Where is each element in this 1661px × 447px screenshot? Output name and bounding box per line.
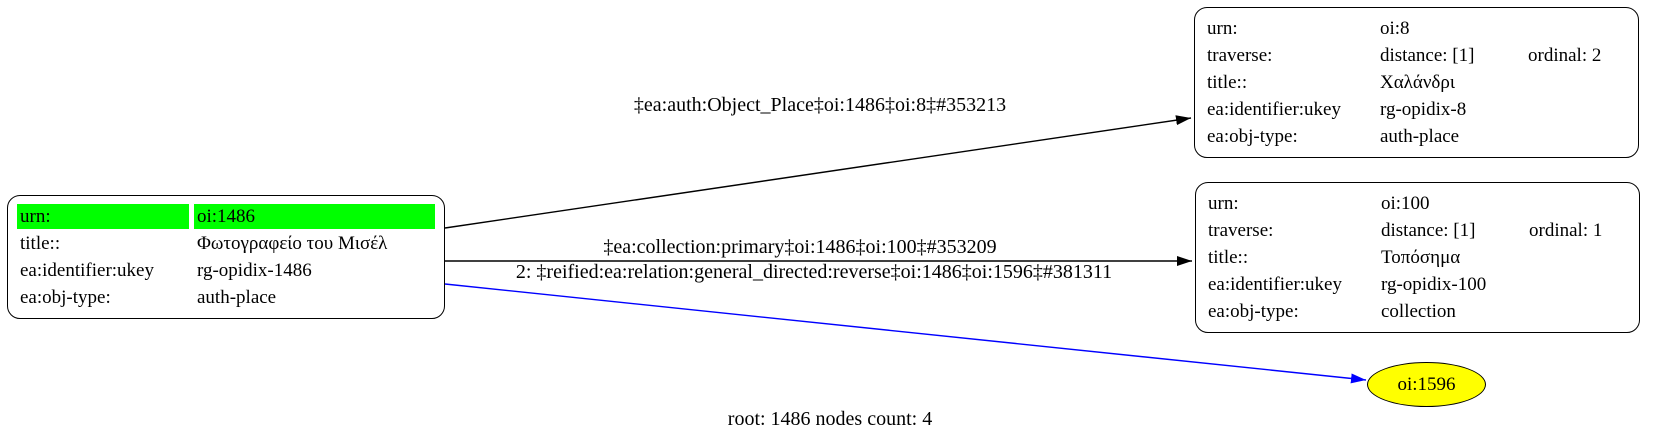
record-key: ea:identifier:ukey [1207, 98, 1341, 120]
record-extra: ordinal: 2 [1528, 44, 1602, 66]
edge-auth-object-place [444, 115, 1192, 229]
graph-node-oi-1486[interactable]: urn: oi:1486 title:: Φωτογραφείο του Μισ… [7, 195, 445, 319]
record-key: urn: [1208, 192, 1239, 214]
record-key: title:: [1208, 246, 1249, 268]
edge-label-reified-relation: 2: ‡reified:ea:relation:general_directed… [515, 261, 1113, 283]
record-key: ea:obj-type: [1208, 300, 1299, 322]
record-key: title:: [20, 232, 61, 254]
record-key: ea:identifier:ukey [20, 259, 154, 281]
graph-node-oi-8[interactable]: urn: oi:8 traverse: distance: [1] ordina… [1194, 7, 1639, 158]
record-value: distance: [1] [1380, 44, 1475, 66]
record-value: collection [1381, 300, 1456, 322]
edge-label-auth-object-place: ‡ea:auth:Object_Place‡oi:1486‡oi:8‡#3532… [633, 94, 1007, 116]
record-value: Φωτογραφείο του Μισέλ [197, 232, 388, 254]
record-extra: ordinal: 1 [1529, 219, 1603, 241]
edge-label-collection-primary: ‡ea:collection:primary‡oi:1486‡oi:100‡#3… [603, 236, 997, 258]
node-row: ea:obj-type: auth-place [1204, 123, 1629, 150]
record-key: traverse: [1207, 44, 1273, 66]
edge-reified-relation [444, 283, 1367, 384]
record-key: traverse: [1208, 219, 1274, 241]
node-row: title:: Χαλάνδρι [1204, 69, 1629, 96]
ellipse-node-label: oi:1596 [1397, 373, 1456, 395]
graph-node-oi-1596[interactable]: oi:1596 [1367, 362, 1486, 407]
record-value: oi:1486 [194, 204, 435, 229]
node-row: ea:identifier:ukey rg-opidix-100 [1205, 271, 1630, 298]
node-row: urn: oi:1486 [17, 203, 435, 230]
record-value: auth-place [1380, 125, 1460, 147]
node-row: traverse: distance: [1] ordinal: 2 [1204, 42, 1629, 69]
record-value: oi:8 [1380, 17, 1410, 39]
record-value: oi:100 [1381, 192, 1430, 214]
record-value: rg-opidix-1486 [197, 259, 312, 281]
record-value: rg-opidix-100 [1381, 273, 1487, 295]
node-row: traverse: distance: [1] ordinal: 1 [1205, 217, 1630, 244]
node-row: ea:identifier:ukey rg-opidix-1486 [17, 257, 435, 284]
record-value: Χαλάνδρι [1380, 71, 1455, 93]
record-key: ea:obj-type: [1207, 125, 1298, 147]
node-row: ea:identifier:ukey rg-opidix-8 [1204, 96, 1629, 123]
record-value: Τοπόσημα [1381, 246, 1461, 268]
graph-caption: root: 1486 nodes count: 4 [727, 408, 933, 430]
record-key: urn: [17, 204, 189, 229]
record-key: ea:obj-type: [20, 286, 111, 308]
node-row: urn: oi:8 [1204, 15, 1629, 42]
record-value: auth-place [197, 286, 277, 308]
record-key: title:: [1207, 71, 1248, 93]
node-row: urn: oi:100 [1205, 190, 1630, 217]
node-row: ea:obj-type: auth-place [17, 284, 435, 311]
record-value: rg-opidix-8 [1380, 98, 1467, 120]
node-row: title:: Τοπόσημα [1205, 244, 1630, 271]
node-row: ea:obj-type: collection [1205, 298, 1630, 325]
node-row: title:: Φωτογραφείο του Μισέλ [17, 230, 435, 257]
record-key: ea:identifier:ukey [1208, 273, 1342, 295]
record-key: urn: [1207, 17, 1238, 39]
graph-node-oi-100[interactable]: urn: oi:100 traverse: distance: [1] ordi… [1195, 182, 1640, 333]
record-value: distance: [1] [1381, 219, 1476, 241]
